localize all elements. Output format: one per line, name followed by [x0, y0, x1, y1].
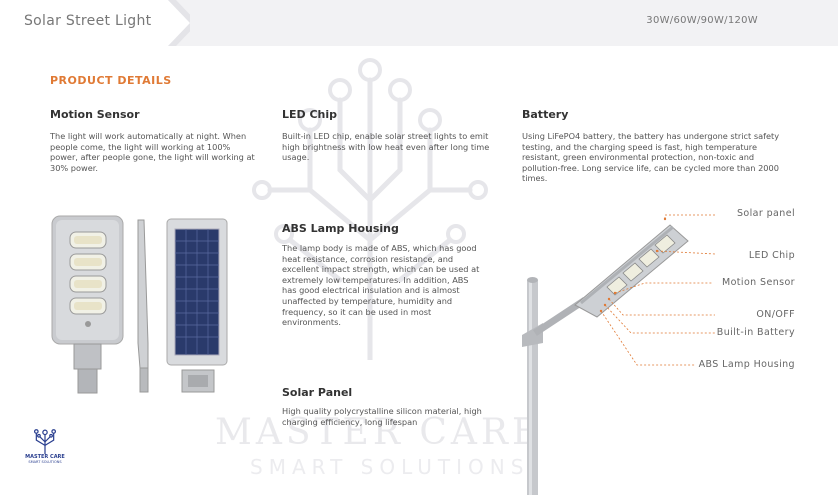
- master-care-logo-icon: [33, 429, 57, 454]
- page-title: Solar Street Light: [24, 13, 152, 29]
- led-chip-title: LED Chip: [282, 108, 338, 121]
- led-chip-text: Built-in LED chip, enable solar street l…: [282, 131, 490, 163]
- header-bar: Solar Street Light 30W/60W/90W/120W: [0, 0, 838, 46]
- label-solar-panel: Solar panel: [737, 208, 795, 219]
- motion-sensor-title: Motion Sensor: [50, 108, 140, 121]
- installed-lamp-diagram: [522, 214, 715, 495]
- lamp-side-image: [137, 219, 149, 393]
- logo-brand-name: MASTER CARE: [25, 454, 65, 460]
- label-on-off: ON/OFF: [756, 309, 795, 320]
- motion-sensor-text: The light will work automatically at nig…: [50, 131, 255, 173]
- watermark-tagline: SMART SOLUTIONS: [250, 455, 530, 479]
- lamp-front-image: [51, 215, 124, 394]
- watermark-brand: MASTER CARE: [215, 412, 543, 453]
- section-heading: PRODUCT DETAILS: [50, 74, 172, 87]
- lamp-back-image: [166, 218, 228, 393]
- label-built-in-battery: Built-in Battery: [716, 327, 795, 338]
- wattage-options: 30W/60W/90W/120W: [646, 15, 758, 26]
- abs-housing-text: The lamp body is made of ABS, which has …: [282, 243, 480, 328]
- header-arrow-shape: [0, 0, 190, 46]
- label-motion-sensor: Motion Sensor: [722, 277, 795, 288]
- logo-tagline: SMART SOLUTIONS: [28, 460, 62, 464]
- solar-panel-text: High quality polycrystalline silicon mat…: [282, 406, 482, 427]
- abs-housing-title: ABS Lamp Housing: [282, 222, 399, 235]
- watermark-circuit-graphic: [252, 58, 488, 360]
- label-abs-lamp-housing: ABS Lamp Housing: [698, 359, 795, 370]
- label-led-chip: LED Chip: [748, 250, 795, 261]
- solar-panel-title: Solar Panel: [282, 386, 353, 399]
- battery-text: Using LiFePO4 battery, the battery has u…: [522, 131, 780, 184]
- battery-title: Battery: [522, 108, 569, 121]
